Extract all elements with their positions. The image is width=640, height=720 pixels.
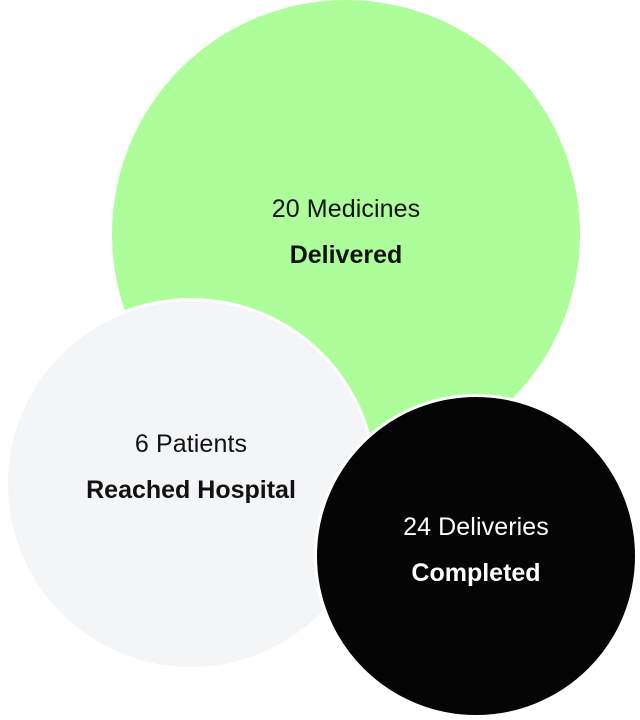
medicines-delivered-text: 20 Medicines Delivered (272, 194, 421, 270)
medicines-count: 20 Medicines (271, 195, 421, 223)
deliveries-label: Completed (411, 559, 541, 587)
deliveries-count: 24 Deliveries (403, 513, 549, 541)
patients-reached-bubble: 6 Patients Reached Hospital (5, 298, 377, 670)
patients-label: Reached Hospital (86, 476, 296, 504)
deliveries-completed-bubble: 24 Deliveries Completed (314, 394, 638, 718)
patients-reached-text: 6 Patients Reached Hospital (86, 429, 296, 505)
patients-count: 6 Patients (134, 430, 248, 458)
deliveries-completed-text: 24 Deliveries Completed (403, 512, 549, 588)
medicines-label: Delivered (289, 241, 403, 269)
